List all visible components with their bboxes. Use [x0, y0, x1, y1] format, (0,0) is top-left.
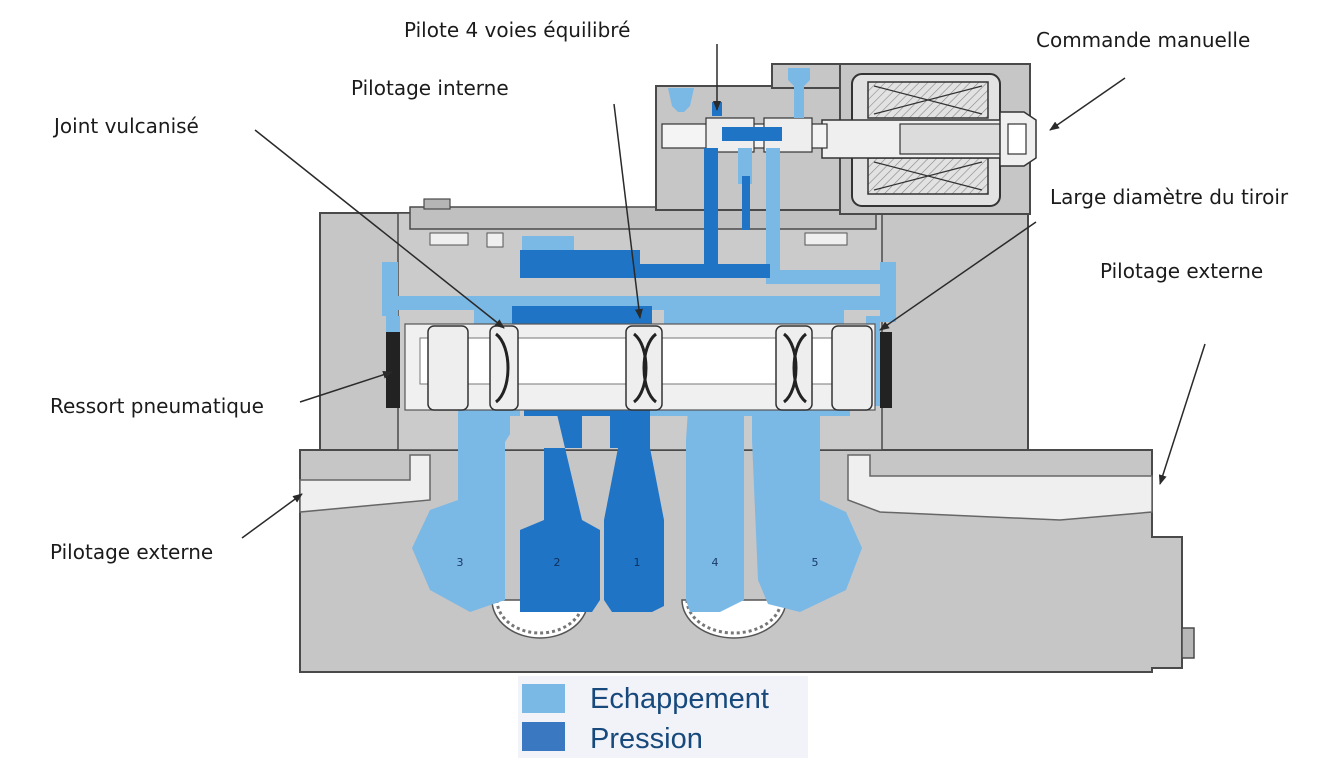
- arrow-external-pilot-right: [1158, 343, 1206, 485]
- arrow-air-spring: [299, 370, 393, 403]
- pilot-valve-block: [655, 63, 1037, 230]
- exhaust-channels: [382, 210, 896, 612]
- label-external-pilot-left: Pilotage externe: [50, 540, 214, 564]
- legend: Echappement Pression: [518, 676, 808, 758]
- legend-swatch-pressure: [522, 722, 565, 751]
- arrow-large-spool: [879, 221, 1037, 331]
- port-label: 4: [712, 556, 719, 569]
- arrow-external-pilot-left: [241, 493, 303, 539]
- label-large-spool-diameter: Large diamètre du tiroir: [1050, 185, 1289, 209]
- port-label: 1: [634, 556, 641, 569]
- label-internal-pilot: Pilotage interne: [351, 76, 509, 100]
- arrow-internal-pilot: [613, 103, 643, 319]
- arrow-manual-override: [1049, 77, 1126, 131]
- legend-label-pressure: Pression: [590, 723, 703, 755]
- label-manual-override: Commande manuelle: [1036, 28, 1251, 52]
- label-pilot-valve: Pilote 4 voies équilibré: [404, 18, 631, 42]
- arrow-vulcanized-seal: [254, 129, 505, 329]
- main-spool: [386, 323, 892, 411]
- port-label: 2: [554, 556, 561, 569]
- label-external-pilot-right: Pilotage externe: [1100, 259, 1264, 283]
- port-label: 5: [812, 556, 819, 569]
- pressure-channels: [512, 222, 770, 612]
- legend-swatch-exhaust: [522, 684, 565, 713]
- legend-label-exhaust: Echappement: [590, 683, 769, 715]
- port-label: 3: [457, 556, 464, 569]
- leader-lines: [241, 44, 1206, 539]
- port-labels: 3 2 1 4 5: [457, 556, 819, 569]
- label-air-spring: Ressort pneumatique: [50, 394, 264, 418]
- label-vulcanized-seal: Joint vulcanisé: [54, 114, 199, 138]
